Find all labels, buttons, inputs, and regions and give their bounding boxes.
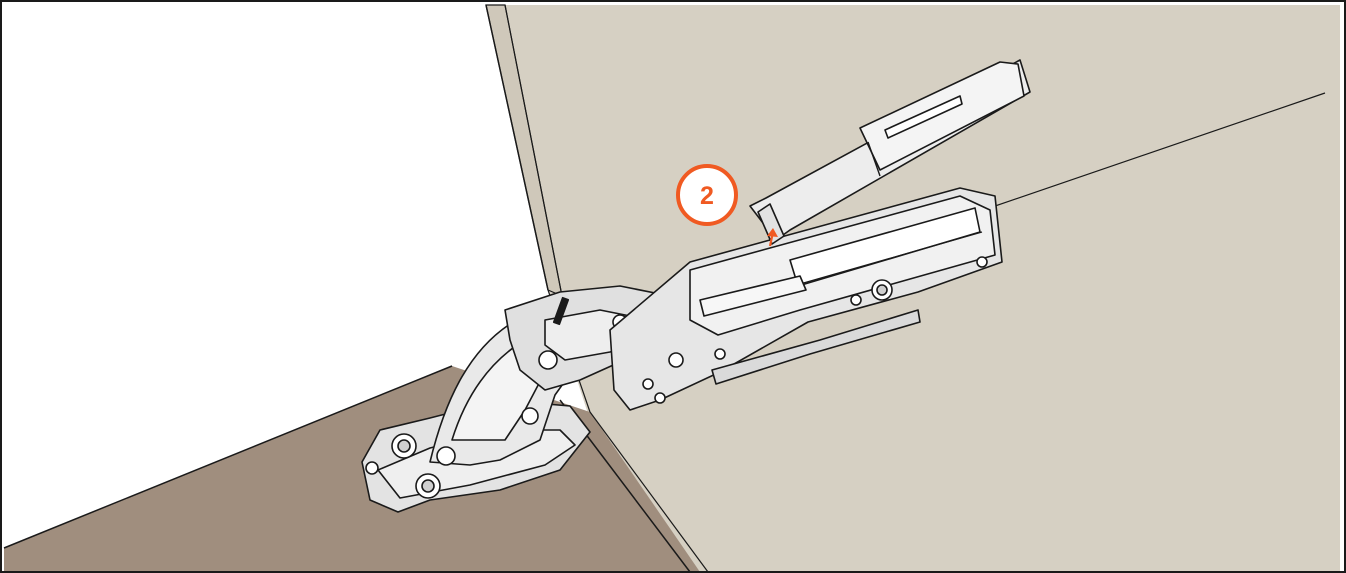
release-lever (749, 59, 1031, 245)
step-marker: 2 (676, 164, 738, 226)
step-marker-circle (676, 164, 738, 226)
hinge-mounting-arm (609, 187, 1003, 411)
lift-arrow-icon (767, 228, 778, 247)
concealed-hinge (361, 59, 1031, 513)
step-marker-number: 2 (700, 182, 714, 210)
